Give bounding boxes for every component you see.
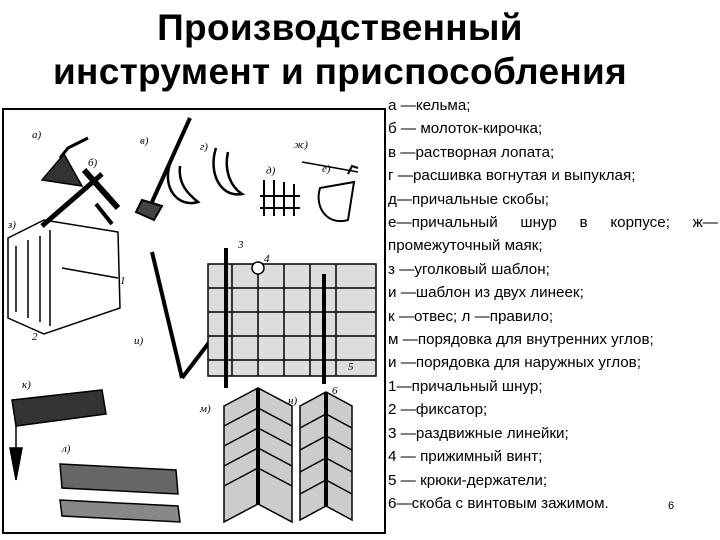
label-n6: 6 bbox=[332, 385, 338, 397]
outer-corner-batten-drawing bbox=[299, 391, 353, 522]
label-n2-left: 2 bbox=[32, 331, 38, 343]
legend-list: а —кельма; б — молоток-кирочка; в —раств… bbox=[388, 94, 718, 515]
legend-item: 5 — крюки-держатели; bbox=[388, 471, 548, 489]
label-g: г) bbox=[200, 141, 208, 153]
legend-item: б — молоток-кирочка; bbox=[388, 120, 543, 138]
angle-template-drawing bbox=[7, 219, 121, 335]
legend-item: д—причальные скобы; bbox=[388, 190, 549, 208]
legend-item: 4 — прижимный винт; bbox=[388, 448, 543, 466]
legend-item: 3 —раздвижные линейки; bbox=[388, 424, 569, 442]
label-zh: ж) bbox=[294, 139, 308, 151]
two-ruler-template-drawing bbox=[150, 251, 216, 380]
legend-item: к —отвес; л —правило; bbox=[388, 307, 554, 325]
plumb-bob-drawing bbox=[9, 389, 107, 481]
hammer-pick-drawing bbox=[40, 167, 121, 228]
label-z: з) bbox=[7, 219, 16, 231]
label-n1-left: 1 bbox=[120, 275, 126, 287]
label-l: л) bbox=[61, 443, 71, 455]
inner-corner-batten-drawing bbox=[223, 387, 293, 524]
page-number: 6 bbox=[668, 500, 675, 512]
legend-item: и —шаблон из двух линеек; bbox=[388, 284, 584, 302]
trowel-drawing bbox=[40, 136, 89, 187]
legend-item: а —кельма; bbox=[388, 97, 471, 114]
label-n3: 3 bbox=[237, 239, 244, 251]
label-d: д) bbox=[266, 165, 276, 177]
title-line-2: инструмент и приспособления bbox=[53, 51, 627, 92]
cord-case-drawing bbox=[301, 161, 359, 223]
legend-item: 2 —фиксатор; bbox=[388, 401, 488, 419]
straightedge-drawing bbox=[59, 463, 181, 523]
mooring-clamps-drawing bbox=[260, 180, 300, 216]
label-n: н) bbox=[288, 395, 297, 407]
label-a: а) bbox=[32, 129, 42, 141]
label-n4: 4 bbox=[264, 253, 270, 265]
wall-rulers-drawing bbox=[207, 248, 377, 388]
label-i: и) bbox=[134, 335, 144, 347]
legend-item: г —расшивка вогнутая и выпуклая; bbox=[388, 167, 636, 185]
label-k: к) bbox=[22, 379, 31, 391]
title-line-1: Производственный bbox=[157, 7, 523, 48]
label-n5: 5 bbox=[348, 361, 354, 373]
legend-item: 1—причальный шнур; bbox=[388, 377, 543, 395]
mortar-shovel-drawing bbox=[134, 117, 192, 222]
slide-title: Производственный инструмент и приспособл… bbox=[20, 6, 660, 94]
legend-item: м —порядовка для внутренних углов; bbox=[388, 331, 654, 349]
legend-item: з —уголковый шаблон; bbox=[388, 260, 550, 278]
label-e: е) bbox=[322, 163, 331, 175]
legend-item: е—причальный шнур в корпусе; ж—промежуто… bbox=[388, 214, 718, 255]
label-v: в) bbox=[140, 135, 149, 147]
legend-item: в —растворная лопата; bbox=[388, 143, 555, 161]
label-m: м) bbox=[199, 403, 211, 415]
legend-item: 6—скоба с винтовым зажимом. bbox=[388, 494, 609, 512]
tools-illustration: а) б) в) г) д) е bbox=[2, 108, 386, 534]
jointers-drawing bbox=[166, 147, 246, 205]
figure-frame bbox=[2, 108, 386, 534]
legend-item: и —порядовка для наружных углов; bbox=[388, 354, 641, 372]
label-b: б) bbox=[88, 157, 98, 169]
